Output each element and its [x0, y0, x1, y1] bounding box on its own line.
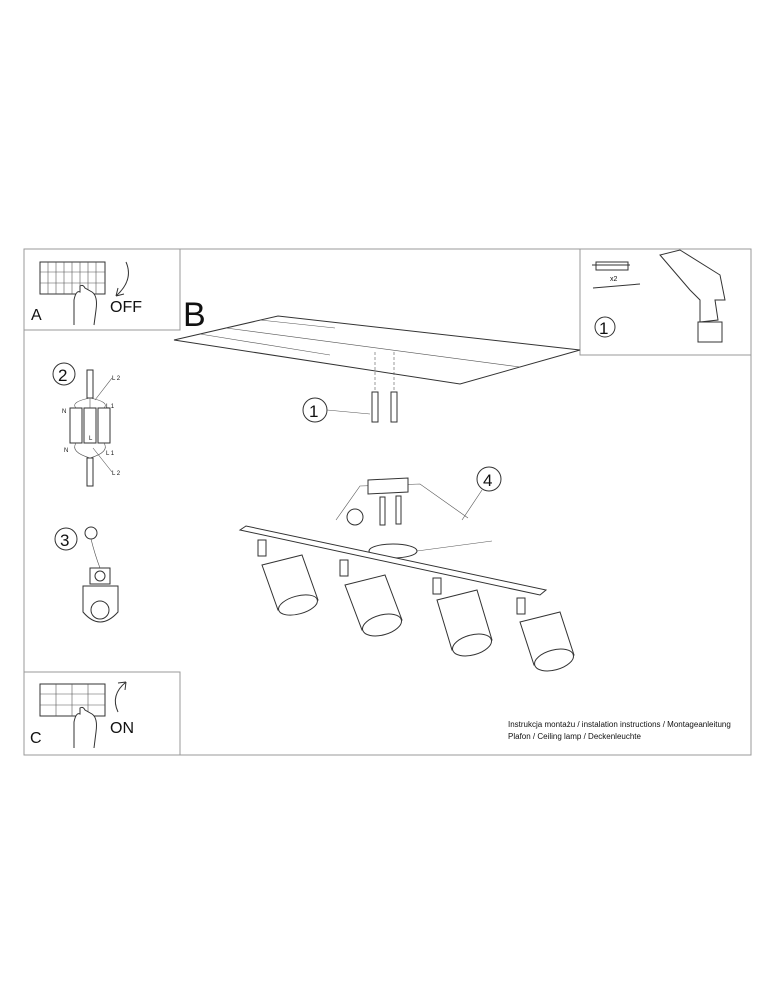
step-1-tools: 1 [599, 319, 608, 338]
off-label: OFF [110, 299, 142, 316]
hand-icon [73, 706, 97, 749]
mounting-bracket [335, 477, 469, 526]
hand-icon [73, 284, 97, 326]
panel-a-letter: A [31, 307, 42, 324]
ground-terminal-diagram: 3 [54, 526, 119, 623]
panel-a: A OFF [23, 248, 181, 331]
ground-symbol-icon [84, 526, 98, 540]
ceiling-plate [173, 315, 581, 385]
spotlight [257, 539, 319, 616]
footer-subtitle: Plafon / Ceiling lamp / Deckenleuchte [508, 732, 642, 741]
label-l2-top: L 2 [112, 376, 121, 382]
panel-c-letter: C [30, 730, 42, 747]
ground-icon [346, 508, 364, 526]
breaker-box-icon [39, 683, 106, 717]
wall-plug-icon [592, 261, 630, 271]
wiring-diagram: 2 N L 1 L 2 L N L 1 L 2 [52, 362, 121, 487]
panel-c: C ON [23, 671, 181, 756]
on-label: ON [110, 720, 134, 737]
label-l2-bottom: L 2 [112, 471, 121, 477]
label-l-center: L [89, 436, 93, 442]
drill-icon [659, 249, 726, 343]
quantity-label: x2 [610, 276, 618, 283]
lamp-bar [238, 525, 548, 596]
spotlight [516, 597, 575, 672]
label-l1-top: L 1 [106, 404, 115, 410]
footer-title: Instrukcja montażu / instalation instruc… [508, 720, 731, 729]
step-1-marker: 1 [309, 402, 318, 421]
panel-tools: x2 1 [579, 248, 752, 356]
arrow-up-icon [114, 681, 127, 713]
step-4-marker: 4 [483, 471, 492, 490]
spotlight [339, 559, 403, 637]
panel-b-letter: B [183, 296, 206, 334]
label-n-top: N [62, 409, 66, 415]
outer-frame [23, 248, 752, 756]
screw-icon [592, 283, 641, 289]
arrow-down-icon [115, 261, 129, 297]
label-l1-bottom: L 1 [106, 451, 115, 457]
breaker-box-icon [39, 261, 106, 295]
step-2-marker: 2 [58, 366, 67, 385]
step-3-marker: 3 [60, 531, 69, 550]
spotlight [432, 577, 493, 657]
wall-plug-pair [371, 352, 398, 423]
label-n-bottom: N [64, 448, 68, 454]
